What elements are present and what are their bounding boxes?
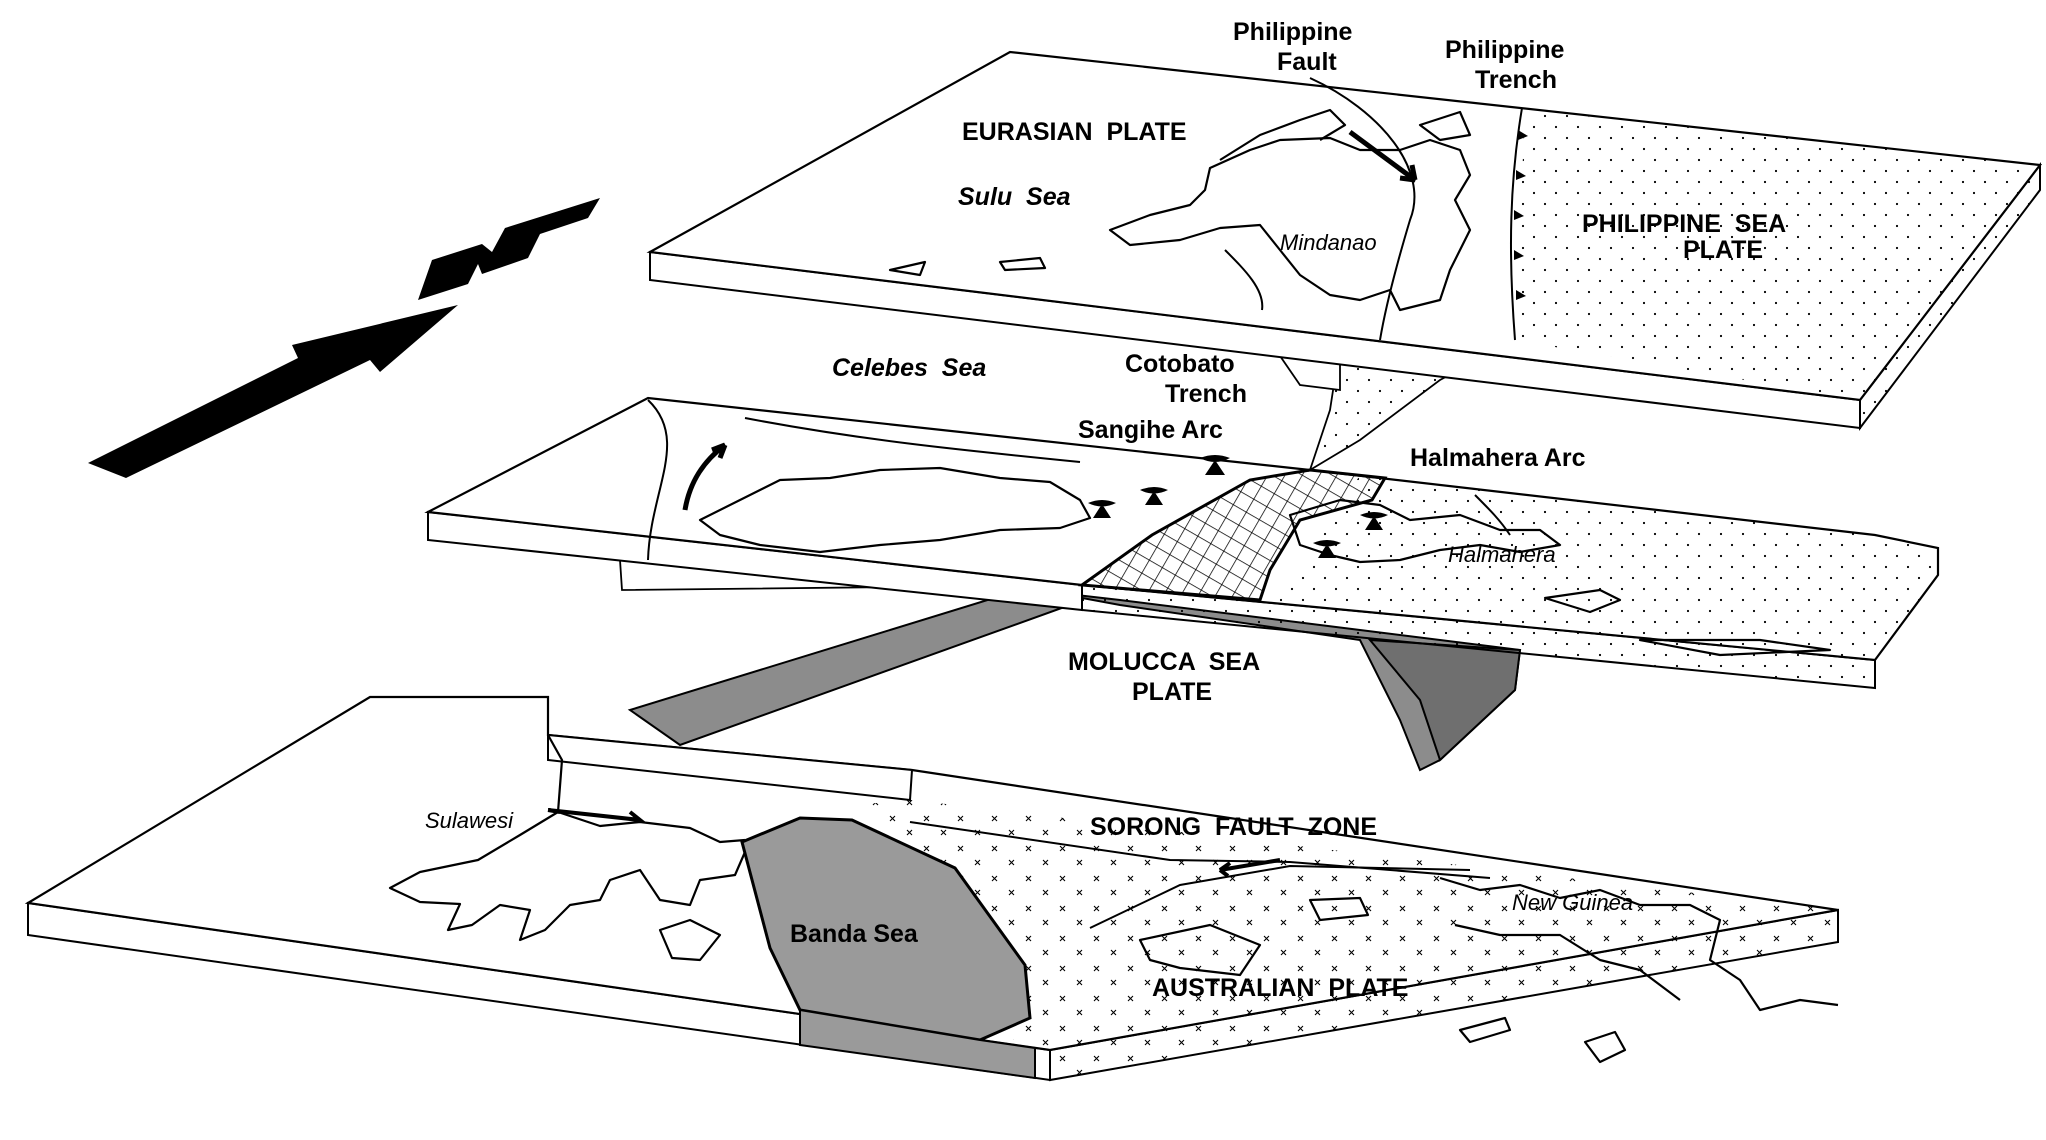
australian-plate-pattern <box>852 800 1838 1050</box>
australian-slab: Sulawesi SORONG FAULT ZONE New Guinea Ba… <box>24 695 1839 1082</box>
philippine-trench-label-1: Philippine <box>1445 36 1565 64</box>
island-3 <box>1458 1016 1512 1044</box>
sulu-sea-label: Sulu Sea <box>958 183 1071 211</box>
volcano-icon-1 <box>1200 455 1230 475</box>
philippine-fault-arrow-icon <box>1348 129 1418 183</box>
new-guinea-label: New Guinea <box>1512 890 1633 915</box>
halmahera-arc-label: Halmahera Arc <box>1410 444 1586 472</box>
north-island-coast <box>1219 108 1347 161</box>
banda-sea-area <box>740 816 1032 1042</box>
molucca-sea-plate-label-2: PLATE <box>1132 678 1212 706</box>
celebes-sea-label: Celebes Sea <box>832 354 986 382</box>
volcano-icon-5 <box>1313 540 1341 558</box>
north-letter-text: N <box>510 261 511 263</box>
sulawesi-block <box>547 733 914 802</box>
banda-sea-side <box>799 1008 1036 1080</box>
sorong-fault-zone-label: SORONG FAULT ZONE <box>1090 813 1377 841</box>
volcano-icon-3 <box>1140 487 1168 505</box>
philippine-trench <box>1509 107 1523 341</box>
north-arrow-icon <box>88 305 458 478</box>
volcano-icon-2 <box>1088 500 1116 518</box>
philippine-sea-plate-middle-pattern <box>1260 475 1938 660</box>
mindanao-label: Mindanao <box>1280 230 1377 255</box>
mindanao-coast <box>1108 136 1472 312</box>
philippine-fault-label-1: Philippine <box>1233 18 1353 46</box>
island-9 <box>1418 110 1472 142</box>
halmahera-label: Halmahera <box>1448 542 1556 567</box>
island-5 <box>1543 588 1622 614</box>
island-8 <box>998 256 1047 272</box>
philippine-fault-label-2: Fault <box>1277 48 1337 76</box>
sulawesi-southeast-coast <box>658 918 722 962</box>
sorong-fault-north <box>909 821 1491 879</box>
island-4 <box>1583 1030 1627 1064</box>
philippine-sea-plate-top-pattern <box>1515 110 2040 400</box>
australian-plate-label: AUSTRALIAN PLATE <box>1152 974 1408 1002</box>
celebes-fault-arrow-icon <box>682 442 728 511</box>
sangihe-coast <box>698 466 1092 554</box>
island-6 <box>1638 638 1832 657</box>
sorong-fault-arrow-icon <box>1218 858 1281 878</box>
philippine-trench-teeth-icon <box>1514 130 1528 300</box>
cotobato-trench-label-1: Cotobato <box>1125 350 1235 378</box>
north-letter-icon <box>418 198 600 300</box>
cotobato-trench-top <box>1224 249 1264 311</box>
philippine-fault <box>1309 77 1416 341</box>
halmahera-coast <box>1288 498 1562 564</box>
philippine-sea-plate-label-2: PLATE <box>1683 236 1763 264</box>
sulawesi-coast <box>388 734 747 942</box>
middle-slab: Celebes Sea Cotobato Trench Sangihe Arc … <box>424 350 1940 690</box>
sorong-fault-south <box>1089 864 1471 929</box>
top-slab: EURASIAN PLATE Sulu Sea Mindanao Philipp… <box>646 18 2043 473</box>
island-1 <box>1138 923 1262 977</box>
island-2 <box>1308 896 1370 922</box>
cotobato-trench <box>744 417 1081 463</box>
philippine-trench-label-2: Trench <box>1475 66 1557 94</box>
banda-sea-label: Banda Sea <box>790 920 919 948</box>
philippine-sea-plate-label-1: PHILIPPINE SEA <box>1582 210 1786 238</box>
eurasian-plate-label: EURASIAN PLATE <box>962 118 1187 146</box>
volcano-icon-4 <box>1360 512 1388 530</box>
sangihe-arc-label: Sangihe Arc <box>1078 416 1223 444</box>
molucca-sea-plate-label-1: MOLUCCA SEA <box>1068 648 1260 676</box>
north-arrow: N <box>88 198 600 478</box>
new-guinea-coast <box>1439 876 1839 1012</box>
island-7 <box>888 260 927 277</box>
sangihe-arc-curve <box>647 399 669 561</box>
molucca-slab-west <box>627 588 1072 747</box>
halmahera-arc-line <box>1474 494 1511 536</box>
molucca-collision-zone <box>1077 468 1388 602</box>
sulawesi-label: Sulawesi <box>425 808 514 833</box>
cotobato-trench-label-2: Trench <box>1165 380 1247 408</box>
